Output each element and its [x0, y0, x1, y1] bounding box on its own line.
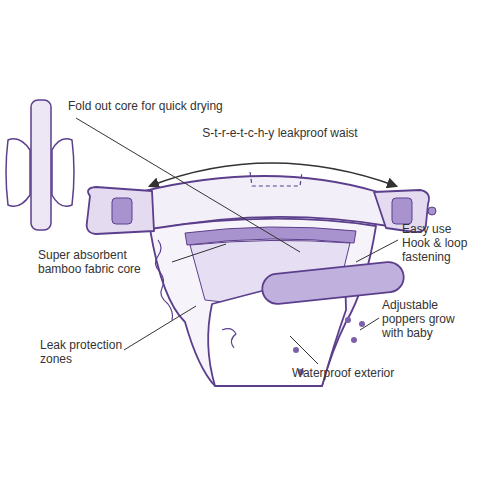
part-label: Super absorbent bamboo fabric core	[38, 248, 170, 276]
part-label: Waterproof exterior	[292, 366, 442, 380]
diaper	[87, 172, 436, 386]
fold-out-core-inset	[6, 100, 74, 230]
part-label: Easy use Hook & loop fastening	[402, 222, 476, 264]
leader-lines	[76, 118, 398, 364]
part-label: Adjustable poppers grow with baby	[382, 298, 476, 340]
part-label: S-t-r-e-t-c-h-y leakproof waist	[180, 126, 380, 140]
part-label: Leak protection zones	[40, 338, 132, 366]
part-label: Fold out core for quick drying	[68, 99, 278, 113]
